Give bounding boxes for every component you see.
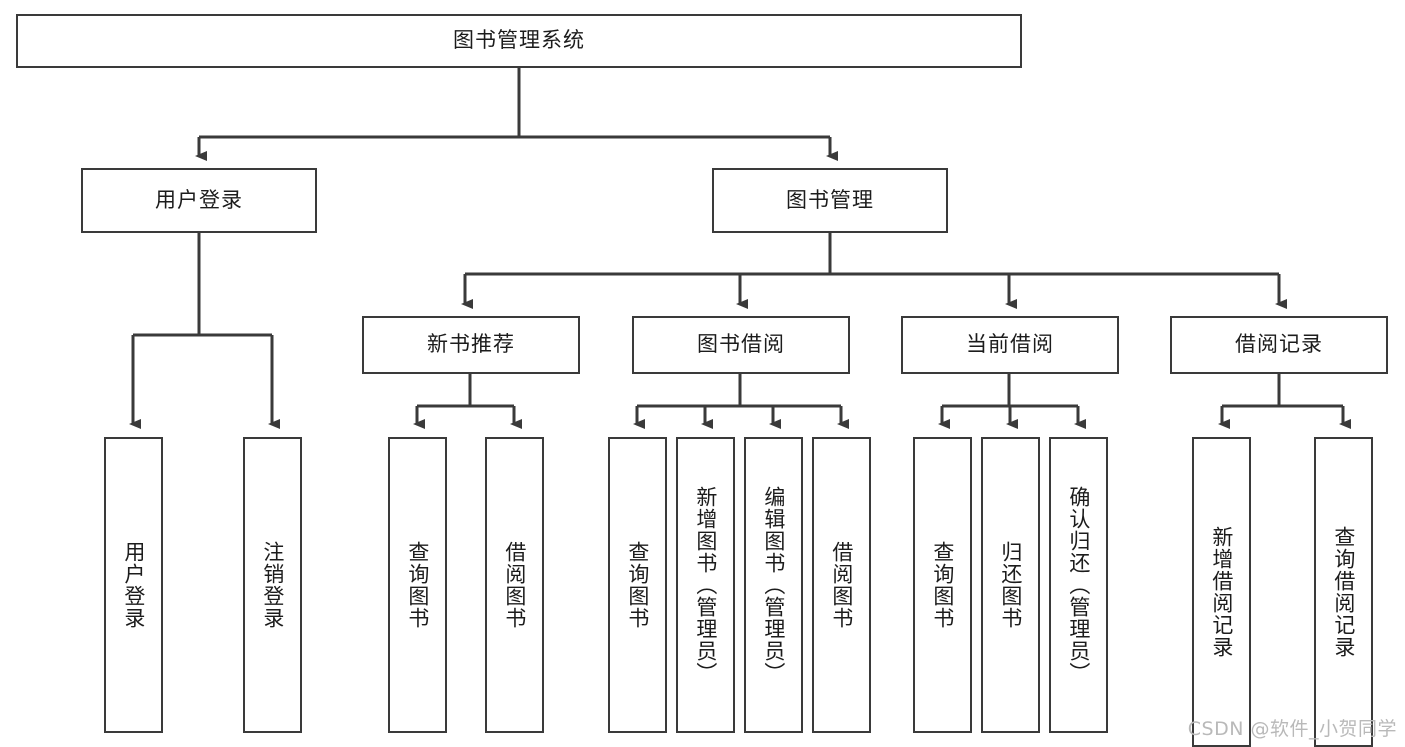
node-leaf-return-book-label: 归还图书 xyxy=(998,541,1023,629)
node-leaf-add-record-label: 新增借阅记录 xyxy=(1209,526,1234,658)
node-user-login[interactable]: 用户登录 xyxy=(81,168,317,233)
node-new-book-recommend-label: 新书推荐 xyxy=(427,332,515,357)
node-leaf-confirm-return-label: 确认归还（管理员） xyxy=(1066,486,1091,684)
node-borrow-record[interactable]: 借阅记录 xyxy=(1170,316,1388,374)
node-leaf-borrow-book-2[interactable]: 借阅图书 xyxy=(812,437,871,733)
node-root-label: 图书管理系统 xyxy=(453,28,585,53)
node-book-borrow[interactable]: 图书借阅 xyxy=(632,316,850,374)
node-leaf-query-record[interactable]: 查询借阅记录 xyxy=(1314,437,1373,747)
node-leaf-user-logout-label: 注销登录 xyxy=(260,541,285,629)
node-leaf-borrow-book-1-label: 借阅图书 xyxy=(502,541,527,629)
node-leaf-edit-book-label: 编辑图书（管理员） xyxy=(761,486,786,684)
node-leaf-add-record[interactable]: 新增借阅记录 xyxy=(1192,437,1251,747)
node-leaf-confirm-return[interactable]: 确认归还（管理员） xyxy=(1049,437,1108,733)
node-root[interactable]: 图书管理系统 xyxy=(16,14,1022,68)
node-book-borrow-label: 图书借阅 xyxy=(697,332,785,357)
node-leaf-return-book[interactable]: 归还图书 xyxy=(981,437,1040,733)
node-book-manage-label: 图书管理 xyxy=(786,187,874,212)
node-borrow-record-label: 借阅记录 xyxy=(1235,332,1323,357)
node-new-book-recommend[interactable]: 新书推荐 xyxy=(362,316,580,374)
node-leaf-query-book-3-label: 查询图书 xyxy=(930,541,955,629)
node-leaf-borrow-book-1[interactable]: 借阅图书 xyxy=(485,437,544,733)
node-leaf-query-book-2-label: 查询图书 xyxy=(625,541,650,629)
node-book-manage[interactable]: 图书管理 xyxy=(712,168,948,233)
node-leaf-user-login[interactable]: 用户登录 xyxy=(104,437,163,733)
node-leaf-query-book-1[interactable]: 查询图书 xyxy=(388,437,447,733)
node-leaf-user-logout[interactable]: 注销登录 xyxy=(243,437,302,733)
node-leaf-borrow-book-2-label: 借阅图书 xyxy=(829,541,854,629)
node-leaf-query-book-1-label: 查询图书 xyxy=(405,541,430,629)
node-leaf-edit-book[interactable]: 编辑图书（管理员） xyxy=(744,437,803,733)
node-leaf-user-login-label: 用户登录 xyxy=(121,541,146,629)
node-leaf-query-record-label: 查询借阅记录 xyxy=(1331,526,1356,658)
node-leaf-add-book[interactable]: 新增图书（管理员） xyxy=(676,437,735,733)
node-leaf-query-book-2[interactable]: 查询图书 xyxy=(608,437,667,733)
node-leaf-add-book-label: 新增图书（管理员） xyxy=(693,486,718,684)
node-current-borrow[interactable]: 当前借阅 xyxy=(901,316,1119,374)
node-current-borrow-label: 当前借阅 xyxy=(966,332,1054,357)
node-user-login-label: 用户登录 xyxy=(155,187,243,212)
node-leaf-query-book-3[interactable]: 查询图书 xyxy=(913,437,972,733)
